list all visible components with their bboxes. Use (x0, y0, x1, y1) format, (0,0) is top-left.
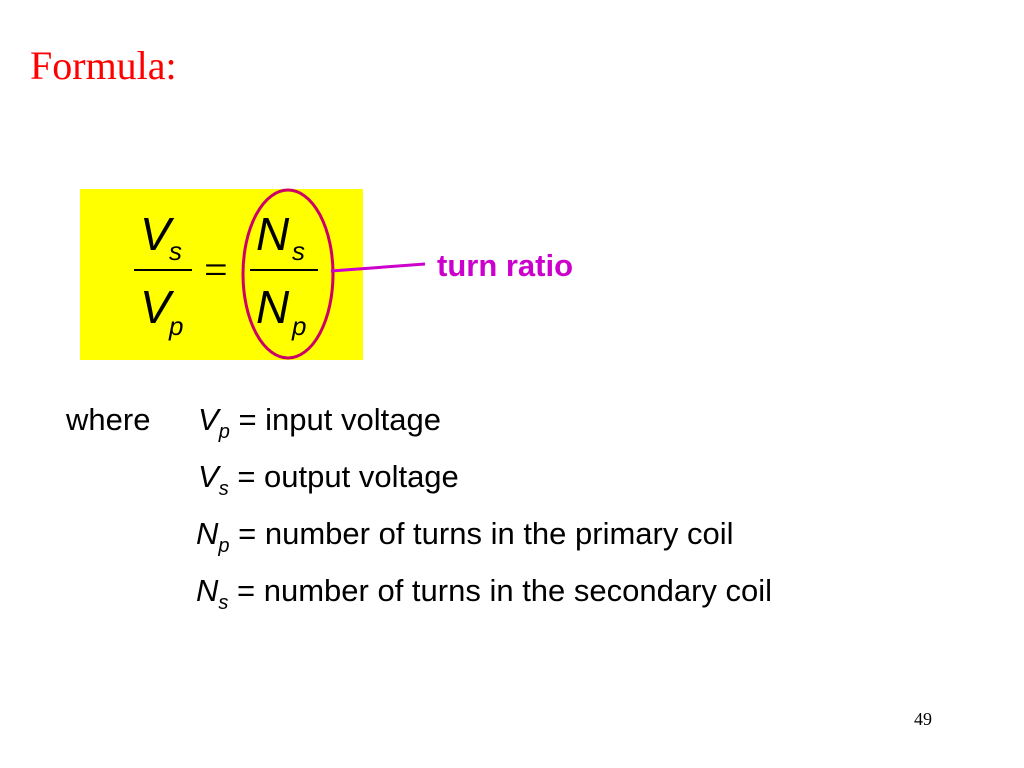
lhs-denominator-symbol: V (140, 281, 171, 333)
definition-symbol: N (196, 573, 219, 608)
lhs-fraction-bar (134, 269, 192, 271)
definition-subscript: s (218, 592, 229, 614)
rhs-fraction-bar (250, 269, 318, 271)
definition-text: = number of turns in the secondary coil (237, 573, 773, 608)
definitions-intro: where (66, 402, 151, 437)
definition-symbol: N (196, 516, 219, 551)
page-number: 49 (914, 709, 932, 729)
slide-title: Formula: (30, 43, 177, 88)
definition-symbol: V (198, 459, 219, 494)
definition-subscript: p (218, 535, 230, 557)
definition-text: = number of turns in the primary coil (238, 516, 734, 551)
definition-item: Vs = output voltage (198, 459, 459, 499)
lhs-denominator-subscript: p (169, 311, 184, 341)
definition-text: = input voltage (238, 402, 441, 437)
definition-text: = output voltage (237, 459, 459, 494)
definition-symbol: V (198, 402, 219, 437)
rhs-denominator-subscript: p (292, 311, 307, 341)
lhs-numerator-subscript: s (169, 236, 182, 266)
rhs-denominator-symbol: N (256, 281, 290, 333)
equals-sign: = (204, 248, 228, 294)
rhs-numerator-symbol: N (256, 208, 290, 260)
lhs-numerator-symbol: V (140, 208, 171, 260)
definition-item: Np = number of turns in the primary coil (196, 516, 734, 556)
definition-item: Vp = input voltage (198, 402, 441, 442)
definition-subscript: s (218, 478, 229, 500)
definition-item: Ns = number of turns in the secondary co… (196, 573, 773, 613)
turn-ratio-label: turn ratio (437, 248, 574, 283)
definition-subscript: p (218, 421, 230, 443)
formula-box: V s V p = N s N p (80, 189, 363, 360)
rhs-numerator-subscript: s (292, 236, 305, 266)
